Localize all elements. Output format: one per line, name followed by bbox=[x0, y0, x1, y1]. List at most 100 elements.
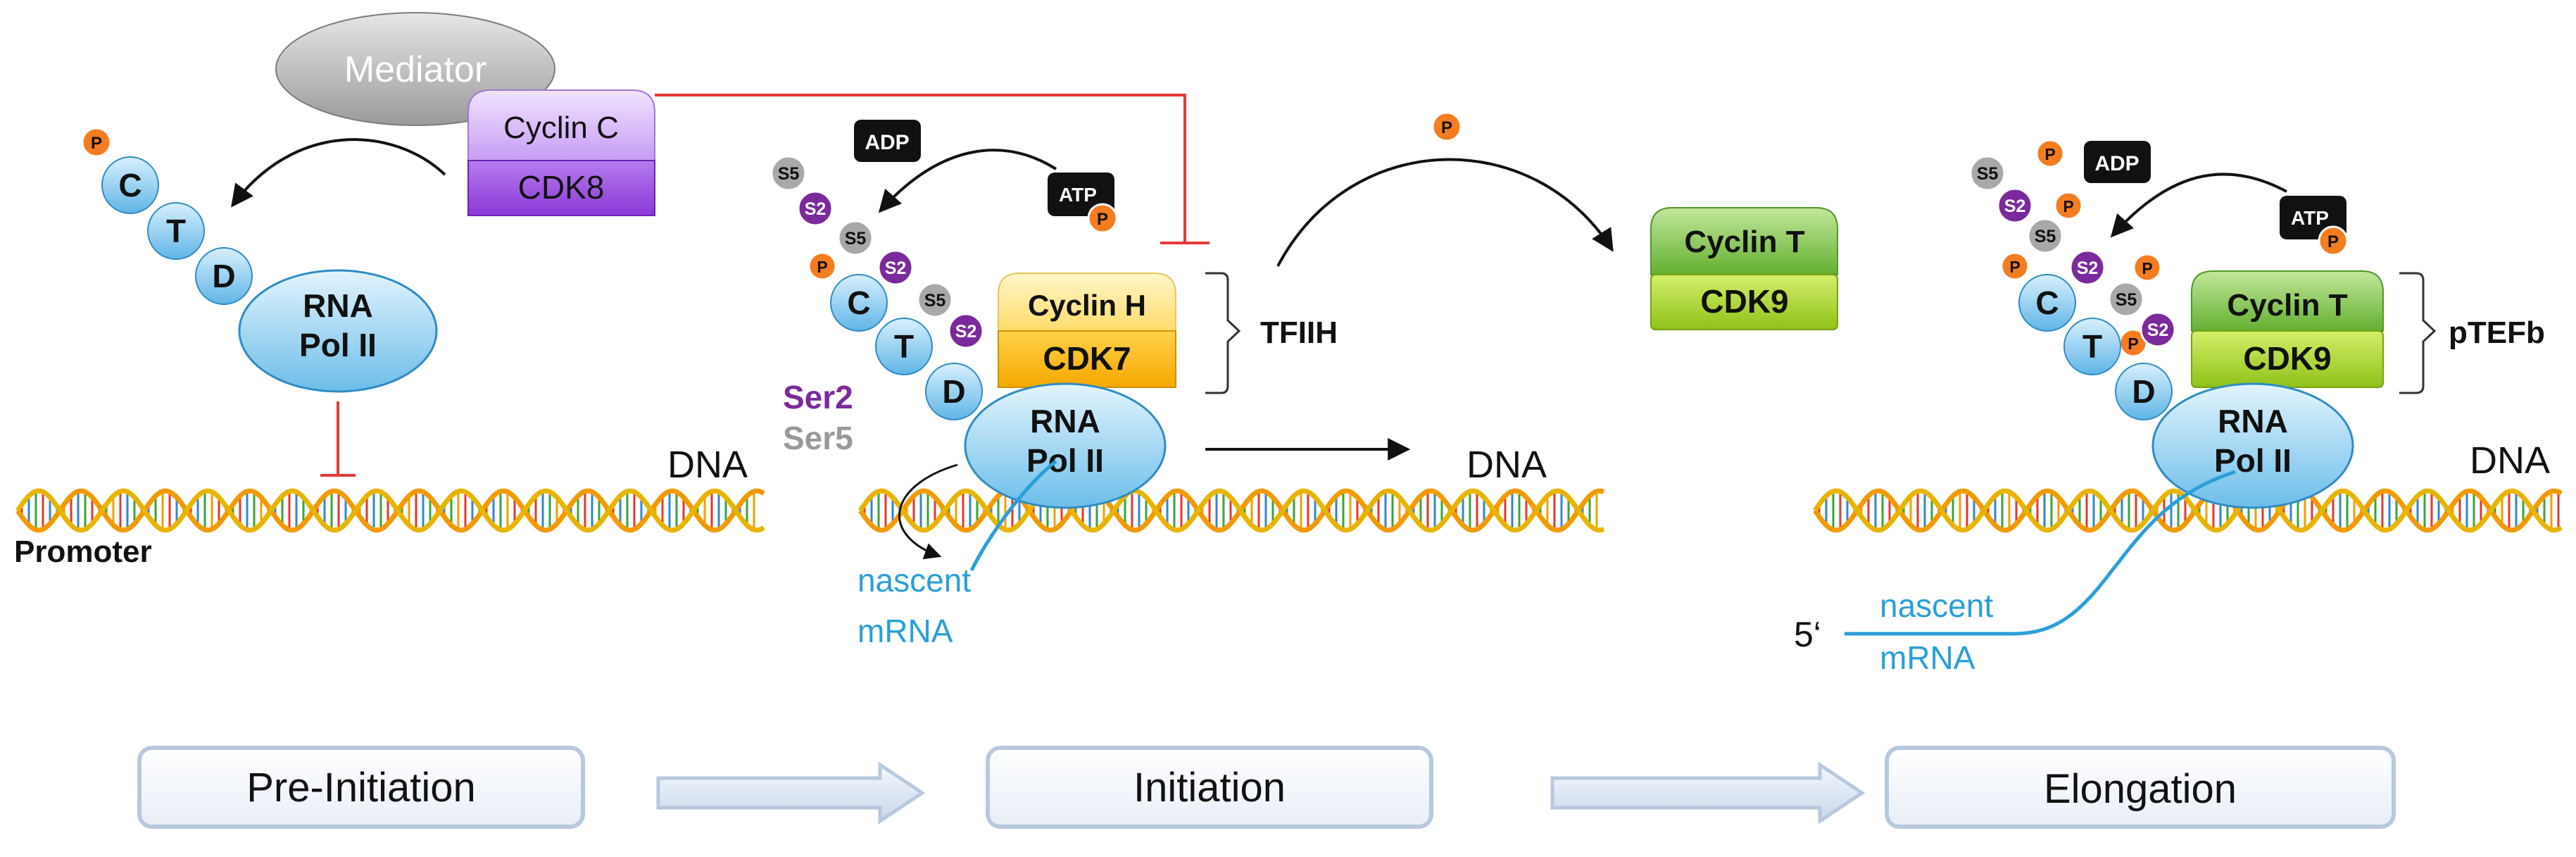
cdk9-subunit bbox=[1650, 274, 1838, 330]
phosphorylation-arrow-cdk8 bbox=[231, 138, 446, 208]
dna-strand bbox=[1813, 488, 2563, 533]
s5-label: S5 bbox=[845, 229, 867, 249]
s2-label: S2 bbox=[955, 322, 977, 342]
ser5-label: Ser5 bbox=[783, 420, 853, 456]
stage-label-preinitiation: Pre-Initiation bbox=[246, 765, 476, 811]
rna-pol-ii bbox=[964, 382, 1167, 509]
atp-label: ATP bbox=[2291, 207, 2329, 229]
rna-pol-ii-label-rna: RNA bbox=[1030, 403, 1100, 439]
dna-strand bbox=[858, 488, 1605, 533]
s2-bead bbox=[948, 313, 984, 349]
phosphate-label: P bbox=[817, 258, 827, 276]
free-phosphate bbox=[1431, 111, 1462, 142]
ctd-bead-c bbox=[101, 156, 159, 214]
phosphate-label: P bbox=[2128, 334, 2138, 353]
s2-bead bbox=[1997, 187, 2033, 224]
ctd-bead-d-label: D bbox=[212, 258, 235, 294]
cyclin-t-subunit bbox=[2191, 270, 2384, 332]
ctd-bead-d-label: D bbox=[2132, 373, 2155, 410]
phosphorylation-arrow-cdk7 bbox=[878, 149, 1057, 213]
phosphate-circle bbox=[81, 127, 112, 158]
ctd-bead-d bbox=[925, 363, 983, 420]
dna-label-2: DNA bbox=[1466, 444, 1547, 486]
ctd-bead-t bbox=[2063, 318, 2121, 375]
free-phosphate-label: P bbox=[1441, 118, 1452, 137]
initiation-curve-arrow bbox=[898, 463, 958, 560]
s2-label: S2 bbox=[2077, 258, 2099, 278]
adp-label: ADP bbox=[865, 131, 909, 154]
cdk8-subunit bbox=[467, 160, 655, 216]
s2-label: S2 bbox=[2004, 196, 2026, 216]
mediator-label: Mediator bbox=[344, 49, 486, 90]
phosphate-label: P bbox=[2063, 197, 2073, 215]
s2-bead bbox=[2140, 311, 2176, 348]
rna-pol-ii-label-rna: RNA bbox=[2218, 403, 2288, 439]
s5-label: S5 bbox=[1977, 164, 1999, 184]
ctd-bead-c-label: C bbox=[2035, 284, 2059, 321]
adp-box bbox=[2084, 141, 2151, 183]
nascent-label: nascent bbox=[857, 562, 971, 599]
stage-box-preinitiation bbox=[137, 746, 585, 829]
phosphate-label: P bbox=[2142, 259, 2152, 277]
cyclin-c-label: Cyclin C bbox=[503, 111, 619, 145]
dna-strand bbox=[15, 488, 765, 533]
panel-initiation: ADP ATP P S5 S2 S5 S2 P S5 S2 C T D Ser2… bbox=[770, 120, 1547, 649]
ctd-bead-t-label: T bbox=[166, 213, 186, 249]
phosphate-circle bbox=[2000, 251, 2030, 281]
s2-bead bbox=[2069, 249, 2106, 286]
rna-pol-ii bbox=[238, 269, 438, 393]
ctd-bead-c-label: C bbox=[118, 167, 142, 204]
cyclin-c-subunit bbox=[467, 89, 655, 161]
dna-strand bbox=[15, 488, 765, 533]
mrna-label: mRNA bbox=[857, 613, 953, 649]
s5-bead bbox=[2027, 218, 2063, 254]
dna-label-1: DNA bbox=[667, 444, 748, 486]
dna-strand bbox=[1813, 488, 2563, 533]
phosphate-label: P bbox=[2044, 145, 2055, 163]
tfiih-label: TFIIH bbox=[1260, 315, 1338, 350]
stage-arrow-2 bbox=[1550, 761, 1866, 825]
ser2-label: Ser2 bbox=[783, 379, 853, 415]
s2-bead bbox=[877, 249, 914, 286]
ctd-bead-c bbox=[830, 274, 888, 332]
stage-label-elongation: Elongation bbox=[2044, 766, 2237, 812]
rna-pol-ii-label-rna: RNA bbox=[303, 287, 373, 324]
s5-label: S5 bbox=[2116, 290, 2137, 310]
s2-bead bbox=[797, 190, 834, 227]
phosphate-circle bbox=[2132, 253, 2162, 282]
s5-bead bbox=[1969, 155, 2006, 192]
ctd-bead-t bbox=[147, 202, 205, 260]
ctd-bead-t-label: T bbox=[2082, 328, 2102, 365]
atp-label: ATP bbox=[1059, 184, 1097, 206]
five-prime-label: 5‘ bbox=[1794, 615, 1821, 654]
s5-bead bbox=[837, 220, 874, 256]
atp-phosphate-label: P bbox=[2327, 232, 2339, 251]
adp-box bbox=[854, 120, 921, 162]
dna-strand bbox=[858, 488, 1605, 533]
cdk9-label: CDK9 bbox=[1700, 283, 1788, 320]
atp-phosphate-label: P bbox=[1097, 210, 1108, 229]
cdk7-label: CDK7 bbox=[1043, 340, 1131, 377]
panel-elongation: ADP ATP P P S5 S2 P S5 S2 P P S5 P S2 C … bbox=[1794, 139, 2550, 676]
mrna-label: mRNA bbox=[1880, 639, 1975, 676]
free-ptefb-complex: Cyclin T CDK9 bbox=[1650, 207, 1838, 330]
dna-helix-elongation bbox=[1813, 488, 2563, 533]
stage-flow: Pre-Initiation Initiation Elongation bbox=[137, 746, 2396, 829]
rna-pol-ii bbox=[2151, 382, 2354, 509]
panel-preinitiation: Mediator Cyclin C CDK8 C T D P RNA Pol I… bbox=[14, 12, 748, 569]
ctd-bead-t bbox=[875, 318, 933, 375]
tfiih-bracket bbox=[1205, 272, 1241, 394]
dna-label-3: DNA bbox=[2470, 439, 2550, 482]
atp-phosphate bbox=[2318, 225, 2349, 256]
phosphate-label: P bbox=[2009, 258, 2020, 276]
s5-bead bbox=[917, 282, 953, 318]
phosphorylation-arrow-cdk9 bbox=[2110, 173, 2287, 238]
ctd-bead-d-label: D bbox=[942, 373, 965, 410]
s2-label: S2 bbox=[885, 258, 907, 278]
adp-label: ADP bbox=[2094, 152, 2139, 175]
s2-label: S2 bbox=[2147, 320, 2169, 340]
inhibition-line-cdk8-to-tfiih bbox=[655, 94, 1186, 243]
ctd-bead-d bbox=[195, 247, 253, 305]
nascent-mrna-strand bbox=[1845, 470, 2236, 636]
